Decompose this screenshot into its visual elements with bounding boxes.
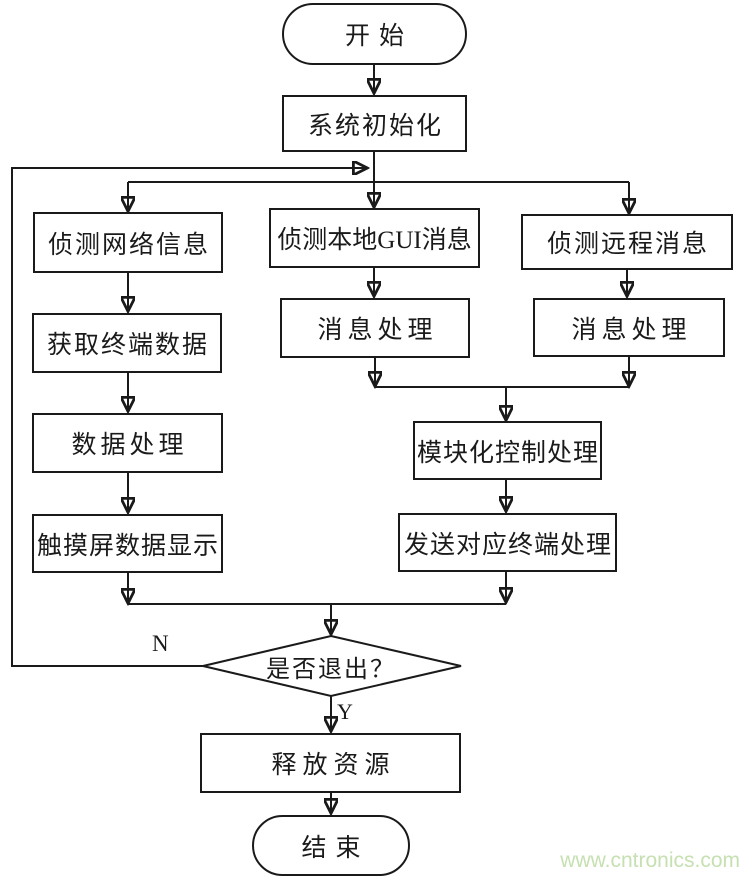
edge-loopback-no bbox=[11, 168, 366, 667]
node-message-process-remote: 消息处理 bbox=[533, 298, 725, 357]
node-get-terminal-data: 获取终端数据 bbox=[32, 313, 222, 373]
node-modular-control: 模块化控制处理 bbox=[413, 421, 602, 480]
node-detect-network: 侦测网络信息 bbox=[33, 212, 223, 273]
node-release-resources: 释放资源 bbox=[200, 733, 461, 793]
node-data-process: 数据处理 bbox=[32, 413, 223, 473]
node-system-init: 系统初始化 bbox=[282, 95, 467, 152]
node-exit-decision-label: 是否退出？ bbox=[266, 656, 396, 683]
node-touch-display: 触摸屏数据显示 bbox=[32, 514, 223, 573]
watermark-text: www.cntronics.com bbox=[560, 849, 740, 872]
node-message-process-local: 消息处理 bbox=[280, 298, 470, 358]
node-end: 结束 bbox=[252, 815, 410, 876]
node-send-terminal: 发送对应终端处理 bbox=[398, 513, 617, 572]
node-start: 开始 bbox=[282, 3, 467, 65]
edge-label-yes: Y bbox=[337, 699, 353, 724]
node-detect-remote: 侦测远程消息 bbox=[521, 214, 733, 270]
node-detect-local-gui: 侦测本地GUI消息 bbox=[269, 208, 480, 268]
edge-label-no: N bbox=[152, 631, 169, 656]
